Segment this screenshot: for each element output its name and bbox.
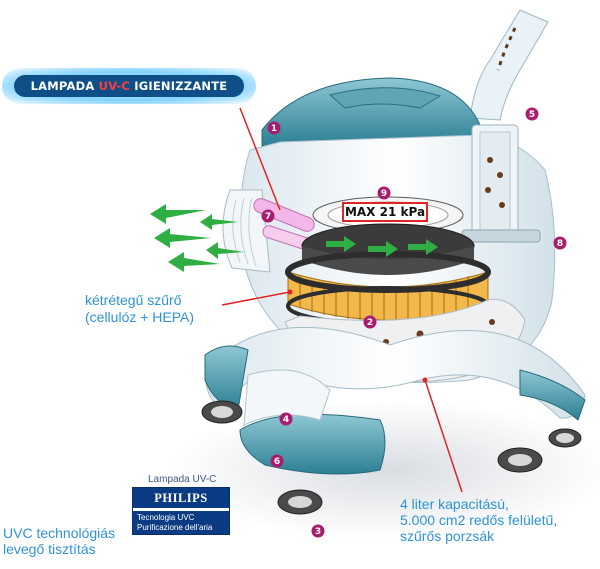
capacity-label-line1: 4 liter kapacitású, <box>400 496 509 512</box>
svg-text:6: 6 <box>274 457 280 467</box>
philips-line2: Purificazione dell'aria <box>137 523 213 532</box>
lamp-leader-line <box>239 107 281 211</box>
hose <box>469 9 549 121</box>
bag-leader-line <box>424 379 463 493</box>
wheels <box>201 400 582 515</box>
svg-text:9: 9 <box>381 189 387 199</box>
philips-badge: PHILIPS Tecnologia UVC Purificazione del… <box>132 487 230 535</box>
svg-text:8: 8 <box>557 239 563 249</box>
max-pressure-label <box>342 202 428 222</box>
svg-text:3: 3 <box>315 527 321 537</box>
svg-text:2: 2 <box>367 318 373 328</box>
uvc-label: UVC technológiás levegő tisztítás <box>3 525 115 557</box>
philips-brand: PHILIPS <box>154 491 208 505</box>
uv-lamp-tube <box>253 198 315 232</box>
svg-text:5: 5 <box>529 110 535 120</box>
capacity-label: 4 liter kapacitású, 5.000 cm2 redős felü… <box>400 496 557 544</box>
svg-text:7: 7 <box>265 212 271 222</box>
philips-line1: Tecnologia UVC <box>137 513 195 522</box>
filter-label-line1: kétrétegű szűrő <box>85 292 182 308</box>
uv-lamp-banner-text: LAMPADA UV-C IGIENIZZANTE <box>14 75 244 97</box>
callout-markers: 1 2 3 4 5 6 7 8 9 <box>261 107 567 538</box>
uvc-label-line2: levegő tisztítás <box>3 541 96 557</box>
philips-caption: Lampada UV-C <box>148 474 217 485</box>
capacity-label-line3: szűrős porzsák <box>400 528 495 544</box>
filter-label: kétrétegű szűrő (cellulóz + HEPA) <box>85 292 194 326</box>
max-pressure-text: MAX 21 kPa <box>345 205 425 219</box>
svg-text:4: 4 <box>283 415 289 425</box>
filter-label-line2: (cellulóz + HEPA) <box>85 309 195 325</box>
capacity-label-line2: 5.000 cm2 redős felületű, <box>400 512 558 528</box>
filter-leader-line <box>221 291 291 306</box>
uvc-label-line1: UVC technológiás <box>3 525 116 541</box>
airflow-arrows <box>150 204 244 272</box>
banner-suffix: IGIENIZZANTE <box>130 79 228 93</box>
banner-accent: UV-C <box>98 79 131 93</box>
banner-prefix: LAMPADA <box>30 79 99 93</box>
philips-divider <box>133 508 229 511</box>
uv-lamp-banner: LAMPADA UV-C IGIENIZZANTE <box>2 68 256 104</box>
svg-text:1: 1 <box>271 124 277 134</box>
